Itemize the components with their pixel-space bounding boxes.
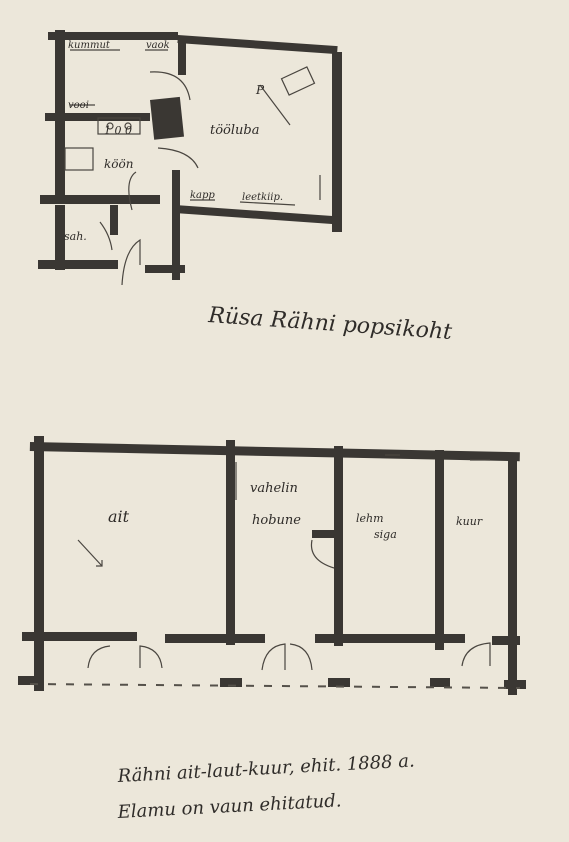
label-p: P — [255, 83, 265, 97]
plan-2-details — [29, 454, 521, 689]
caption-plan-2-line-2: Elamu on vaun ehitatud. — [116, 790, 342, 823]
label-hobune: hobune — [252, 513, 301, 528]
caption-plan-1: Rüsa Rähni popsikoht — [207, 303, 453, 345]
plan-1-walls — [38, 30, 342, 280]
label-sah: sah. — [64, 230, 87, 243]
label-lehm: lehm — [356, 512, 384, 525]
label-kuur: kuur — [456, 515, 483, 528]
label-vooi: vooi — [68, 100, 89, 111]
label-lesttoop: leetkiip. — [242, 192, 283, 203]
label-koogimark: 1 0 0 — [104, 124, 132, 137]
label-vaok: vaok — [146, 40, 170, 51]
label-koon: köön — [104, 157, 133, 171]
plan-2-walls — [18, 436, 526, 695]
caption-plan-2-line-1: Rähni ait-laut-kuur, ehit. 1888 a. — [116, 750, 415, 787]
label-siga: siga — [374, 528, 397, 541]
plan-1-details — [64, 49, 321, 286]
label-kapp: kapp — [190, 190, 215, 201]
label-vahelin: vahelin — [250, 481, 298, 496]
label-ait: ait — [108, 507, 130, 526]
label-tootuba: tööluba — [210, 123, 259, 138]
label-kummut: kummut — [68, 40, 111, 51]
